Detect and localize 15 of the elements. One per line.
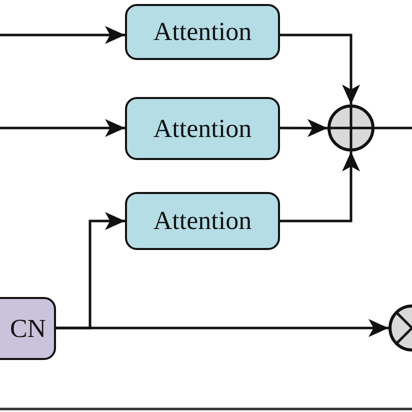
attention-box (125, 4, 280, 60)
arrow (280, 34, 360, 104)
arrow (0, 119, 125, 137)
connector-line (374, 126, 412, 130)
box-label: Attention (153, 114, 252, 144)
box-label: CN (8, 314, 46, 344)
arrow (280, 119, 328, 138)
attention-box (125, 192, 280, 250)
arrow (56, 319, 388, 338)
box-label: Attention (153, 17, 252, 47)
arrow (0, 26, 125, 44)
arrow (280, 152, 360, 222)
process-box (0, 297, 56, 360)
attention-box (125, 97, 280, 160)
box-label: Attention (153, 206, 252, 236)
